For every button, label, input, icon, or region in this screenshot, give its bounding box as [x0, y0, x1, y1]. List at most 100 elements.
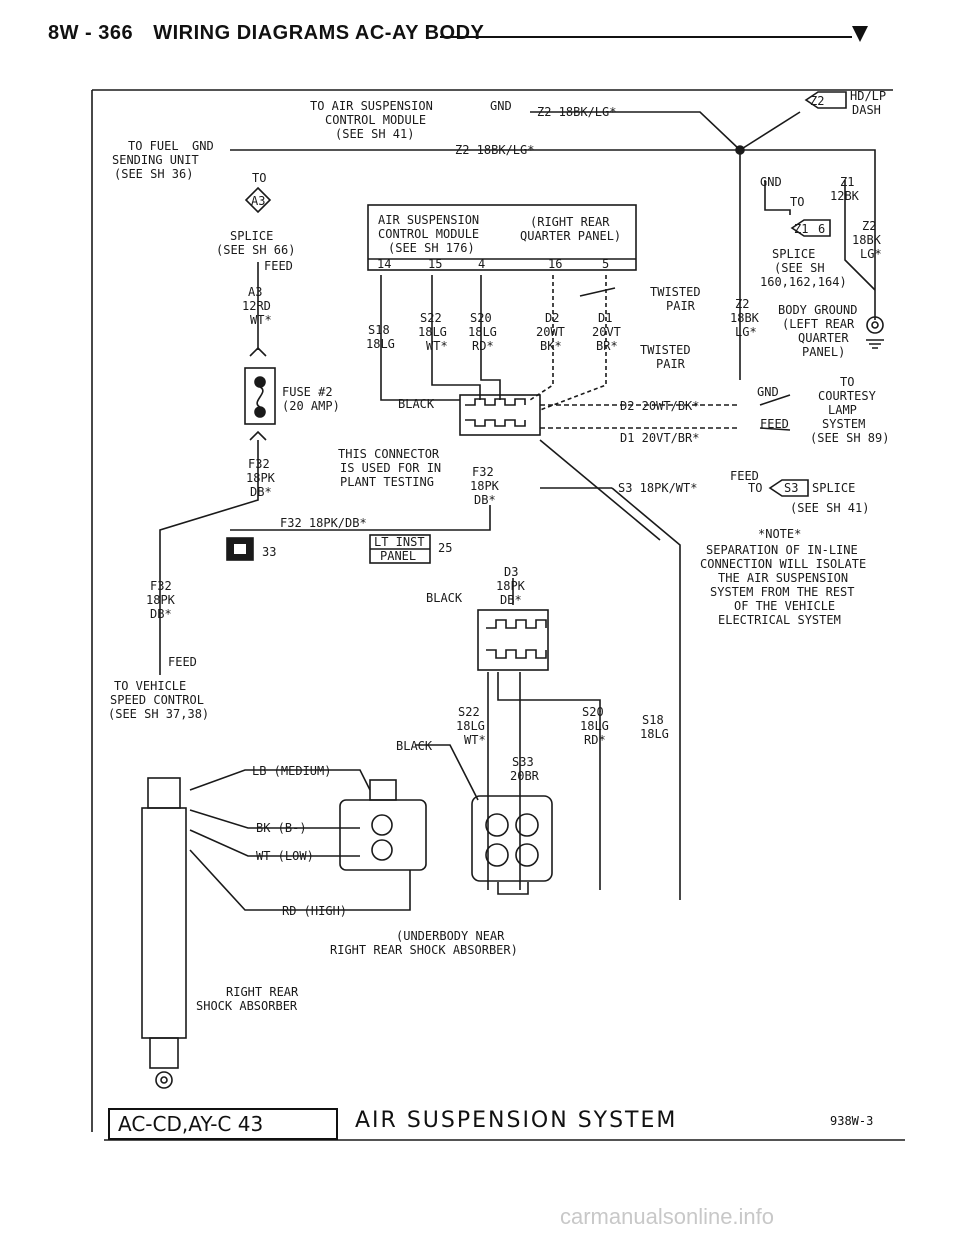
lbl-right-rear-shock1: RIGHT REAR: [226, 985, 299, 999]
lbl-gnd-fuel: GND: [192, 139, 214, 153]
footer-diagram-code: 938W-3: [830, 1114, 874, 1128]
shock-body: [141, 807, 187, 1039]
d1-wire: [539, 275, 607, 411]
lbl-s18-18lg-low: 18LG: [640, 727, 669, 741]
lbl-feed-low: FEED: [168, 655, 197, 669]
lbl-d2-20wt: 20WT: [536, 325, 565, 339]
lbl-right-rear: (RIGHT REAR: [530, 215, 610, 229]
pin-15: 15: [428, 257, 442, 271]
pin-4: 4: [478, 257, 485, 271]
f32-wire: [159, 440, 259, 655]
lbl-twisted-2: TWISTED: [640, 343, 691, 357]
lbl-splice-z1: SPLICE: [772, 247, 815, 261]
lbl-s22-18lg-low: 18LG: [456, 719, 485, 733]
lbl-d1-20vt: 20VT: [592, 325, 621, 339]
harness-tab: [497, 882, 529, 895]
harness-pin-4: [515, 843, 539, 867]
lbl-see-sh41-b: (SEE SH 41): [790, 501, 869, 515]
lbl-33: 33: [262, 545, 276, 559]
black-leader: [415, 744, 479, 801]
lbl-body-ground: BODY GROUND: [778, 303, 857, 317]
lbl-s18: S18: [368, 323, 390, 337]
lbl-s20-18lg: 18LG: [468, 325, 497, 339]
lbl-lb-medium: LB (MEDIUM): [252, 764, 331, 778]
s20-run: [497, 672, 601, 890]
lbl-20amp: (20 AMP): [282, 399, 340, 413]
lbl-see-sh36: (SEE SH 36): [114, 167, 193, 181]
lbl-note-title: *NOTE*: [758, 527, 801, 541]
lbl-18pk-low: 18PK: [146, 593, 176, 607]
lbl-to-a3: TO: [252, 171, 266, 185]
header-triangle-icon: [852, 26, 868, 42]
z2-wire-top: [530, 111, 741, 151]
lbl-panel: PANEL: [380, 549, 416, 563]
lbl-18bk-right: 18BK: [852, 233, 882, 247]
lbl-gnd-top: GND: [490, 99, 512, 113]
lbl-splice-s3: SPLICE: [812, 481, 855, 495]
lbl-underbody: (UNDERBODY NEAR: [396, 929, 505, 943]
s22-wire: [431, 275, 481, 400]
body-ground-inner: [871, 321, 879, 329]
lbl-z2-tag: Z2: [810, 94, 824, 108]
test-connector: [459, 394, 541, 436]
pin-5: 5: [602, 257, 609, 271]
note-leader: [539, 439, 661, 541]
lbl-lg-right: LG*: [860, 247, 882, 261]
lbl-s22-wt-low: WT*: [464, 733, 486, 747]
shock-connector-latch: [369, 779, 397, 801]
lbl-f32-left: F32: [248, 457, 270, 471]
shock-mount-inner: [160, 1076, 168, 1084]
lbl-z1-6: 6: [818, 222, 825, 236]
footer-section-code: AC-CD,AY-C 43: [108, 1108, 338, 1140]
lbl-25: 25: [438, 541, 452, 555]
lbl-f32-low: F32: [150, 579, 172, 593]
z2-wire-dash: [739, 111, 801, 151]
lbl-asm-sh176: (SEE SH 176): [388, 241, 475, 255]
lbl-18pk-mid: 18PK: [470, 479, 500, 493]
lbl-quarter: QUARTER: [798, 331, 849, 345]
lbl-z2-wire-fuel: Z2 18BK/LG*: [455, 143, 534, 157]
lbl-d2-bk: BK*: [540, 339, 562, 353]
lbl-f32-bus: F32 18PK/DB*: [280, 516, 367, 530]
fuse-terminal-1: [254, 376, 266, 388]
header-rule: [440, 36, 852, 38]
s3-splice-icon: [768, 479, 809, 497]
asm-module-box: [367, 204, 637, 271]
rd-lead: [189, 849, 411, 911]
lbl-asm-title: AIR SUSPENSION: [378, 213, 479, 227]
z2-wire-fuel: [230, 149, 876, 320]
lbl-dash: DASH: [852, 103, 881, 117]
lbl-s3-tag: S3: [784, 481, 798, 495]
lbl-d1: D1: [598, 311, 612, 325]
test-connector-pins-top: [465, 398, 526, 406]
lbl-18pk-left: 18PK: [246, 471, 276, 485]
lb-lead: [189, 769, 371, 791]
lbl-left-rear: (LEFT REAR: [782, 317, 855, 331]
harness-pin-2: [515, 813, 539, 837]
lbl-s22: S22: [420, 311, 442, 325]
s18-run: [611, 487, 681, 900]
z1-wire: [764, 180, 791, 215]
lbl-see-sh41: (SEE SH 41): [335, 127, 414, 141]
lbl-to-s3: TO: [748, 481, 762, 495]
shock-pin-1: [371, 814, 393, 836]
lbl-plant-testing: PLANT TESTING: [340, 475, 434, 489]
lbl-system: SYSTEM: [822, 417, 865, 431]
lbl-rr-shock: RIGHT REAR SHOCK ABSORBER): [330, 943, 518, 957]
lbl-pair-1: PAIR: [666, 299, 696, 313]
lbl-see-sh-z1: (SEE SH: [774, 261, 825, 275]
lbl-note-2: CONNECTION WILL ISOLATE: [700, 557, 866, 571]
lbl-see-sh89: (SEE SH 89): [810, 431, 889, 445]
lbl-black-test: BLACK: [398, 397, 435, 411]
lbl-12bk: 12BK: [830, 189, 860, 203]
lbl-note-1: SEPARATION OF IN-LINE: [706, 543, 858, 557]
lbl-z1-tag: Z1: [794, 222, 808, 236]
test-connector-pins-bottom: [465, 419, 526, 427]
lbl-z1: Z1: [840, 175, 854, 189]
harness-pin-3: [485, 843, 509, 867]
f32-bus: [230, 505, 491, 531]
lbl-is-used: IS USED FOR IN: [340, 461, 441, 475]
lbl-see-sh66: (SEE SH 66): [216, 243, 295, 257]
lbl-s20-rd-low: RD*: [584, 733, 606, 747]
lbl-this-connector: THIS CONNECTOR: [338, 447, 440, 461]
